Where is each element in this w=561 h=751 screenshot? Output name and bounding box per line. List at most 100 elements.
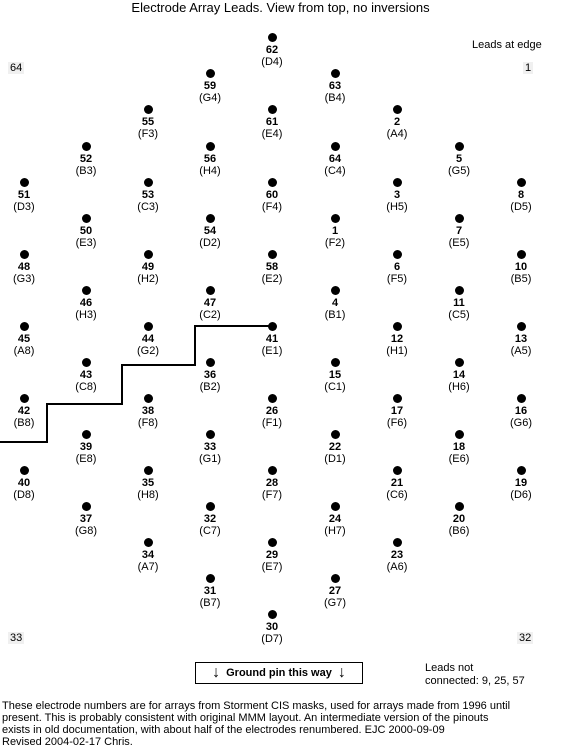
- diagram-title: Electrode Array Leads. View from top, no…: [131, 0, 430, 15]
- electrode-number: 12: [390, 333, 404, 345]
- corner-label-top-right: 1: [523, 62, 534, 74]
- footer-line: Revised 2004-02-17 Chris.: [2, 736, 133, 748]
- electrode-dot: [330, 574, 340, 583]
- electrode-number: 50: [79, 225, 93, 237]
- electrode-14: 14(H6): [429, 358, 489, 393]
- electrode-dot: [143, 394, 153, 403]
- electrode-number: 29: [265, 549, 279, 561]
- electrode-code: (C6): [386, 489, 408, 501]
- electrode-number: 18: [452, 441, 466, 453]
- electrode-code: (E6): [448, 453, 470, 465]
- electrode-code: (F7): [261, 489, 283, 501]
- electrode-code: (H5): [386, 201, 408, 213]
- electrode-number: 59: [203, 80, 217, 92]
- electrode-number: 27: [328, 585, 342, 597]
- electrode-code: (H2): [137, 273, 159, 285]
- electrode-dot: [267, 322, 277, 331]
- electrode-number: 53: [141, 189, 155, 201]
- electrode-number: 21: [390, 477, 404, 489]
- electrode-dot: [205, 69, 215, 78]
- electrode-number: 40: [17, 477, 31, 489]
- electrode-10: 10(B5): [491, 250, 551, 285]
- electrode-number: 2: [393, 116, 401, 128]
- electrode-29: 29(E7): [242, 538, 302, 573]
- electrode-number: 8: [517, 189, 525, 201]
- electrode-code: (D3): [13, 201, 35, 213]
- electrode-code: (C2): [199, 309, 221, 321]
- electrode-number: 46: [79, 297, 93, 309]
- electrode-35: 35(H8): [118, 466, 178, 501]
- electrode-number: 38: [141, 405, 155, 417]
- electrode-code: (B1): [324, 309, 346, 321]
- electrode-41: 41(E1): [242, 322, 302, 357]
- electrode-code: (B5): [510, 273, 532, 285]
- electrode-number: 60: [265, 189, 279, 201]
- electrode-code: (C3): [137, 201, 159, 213]
- electrode-dot: [205, 214, 215, 223]
- electrode-code: (D8): [13, 489, 35, 501]
- electrode-dot: [19, 466, 29, 475]
- electrode-number: 20: [452, 513, 466, 525]
- electrode-code: (E2): [261, 273, 283, 285]
- down-arrow-icon: ↓: [337, 664, 346, 681]
- electrode-dot: [330, 430, 340, 439]
- electrode-code: (G6): [510, 417, 532, 429]
- electrode-64: 64(C4): [305, 142, 365, 177]
- leads-not-connected-line: connected: 9, 25, 57: [425, 675, 525, 687]
- electrode-23: 23(A6): [367, 538, 427, 573]
- electrode-11: 11(C5): [429, 286, 489, 321]
- electrode-13: 13(A5): [491, 322, 551, 357]
- electrode-dot: [267, 394, 277, 403]
- electrode-3: 3(H5): [367, 178, 427, 213]
- electrode-dot: [267, 105, 277, 114]
- electrode-dot: [330, 286, 340, 295]
- electrode-20: 20(B6): [429, 502, 489, 537]
- electrode-number: 4: [331, 297, 339, 309]
- electrode-58: 58(E2): [242, 250, 302, 285]
- electrode-22: 22(D1): [305, 430, 365, 465]
- electrode-34: 34(A7): [118, 538, 178, 573]
- electrode-code: (F3): [137, 128, 159, 140]
- electrode-number: 23: [390, 549, 404, 561]
- electrode-49: 49(H2): [118, 250, 178, 285]
- electrode-8: 8(D5): [491, 178, 551, 213]
- electrode-dot: [330, 142, 340, 151]
- electrode-number: 17: [390, 405, 404, 417]
- electrode-number: 35: [141, 477, 155, 489]
- electrode-60: 60(F4): [242, 178, 302, 213]
- electrode-code: (E3): [75, 237, 97, 249]
- electrode-number: 13: [514, 333, 528, 345]
- electrode-dot: [330, 502, 340, 511]
- electrode-7: 7(E5): [429, 214, 489, 249]
- electrode-dot: [454, 286, 464, 295]
- electrode-63: 63(B4): [305, 69, 365, 104]
- electrode-code: (H3): [75, 309, 97, 321]
- electrode-number: 33: [203, 441, 217, 453]
- electrode-40: 40(D8): [0, 466, 54, 501]
- electrode-code: (B8): [13, 417, 35, 429]
- electrode-code: (G7): [324, 597, 346, 609]
- electrode-code: (D5): [510, 201, 532, 213]
- electrode-number: 34: [141, 549, 155, 561]
- electrode-code: (A5): [510, 345, 532, 357]
- electrode-dot: [267, 33, 277, 42]
- footer-notes: These electrode numbers are for arrays f…: [2, 700, 558, 748]
- electrode-dot: [143, 250, 153, 259]
- electrode-number: 45: [17, 333, 31, 345]
- electrode-code: (B4): [324, 92, 346, 104]
- electrode-number: 47: [203, 297, 217, 309]
- electrode-dot: [516, 250, 526, 259]
- electrode-number: 39: [79, 441, 93, 453]
- electrode-number: 56: [203, 153, 217, 165]
- electrode-code: (G4): [199, 92, 221, 104]
- electrode-dot: [19, 178, 29, 187]
- electrode-number: 44: [141, 333, 155, 345]
- electrode-dot: [267, 610, 277, 619]
- electrode-number: 7: [455, 225, 463, 237]
- electrode-39: 39(E8): [56, 430, 116, 465]
- electrode-number: 3: [393, 189, 401, 201]
- electrode-dot: [19, 250, 29, 259]
- electrode-code: (A7): [137, 561, 159, 573]
- electrode-number: 19: [514, 477, 528, 489]
